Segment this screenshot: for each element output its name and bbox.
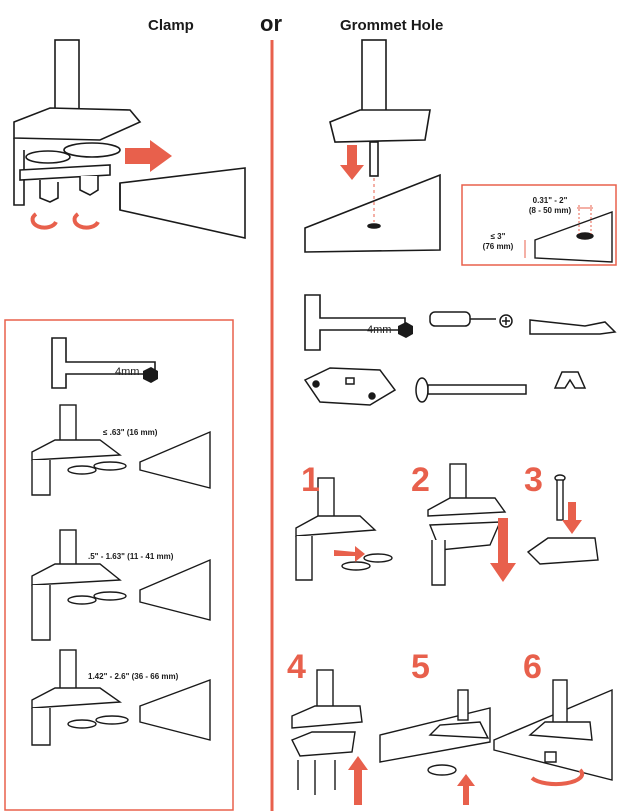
clamp-options-box bbox=[4, 319, 234, 811]
step-6-rotate-arrow bbox=[530, 768, 585, 787]
tighten-arrow-right bbox=[72, 212, 100, 230]
step-number-3: 3 bbox=[524, 461, 543, 499]
clamp-option-3-range: 1.42" - 2.6" (36 - 66 mm) bbox=[88, 672, 179, 681]
clamp-option-1 bbox=[31, 404, 211, 496]
step-6-illustration bbox=[493, 679, 613, 781]
step-number-2: 2 bbox=[411, 461, 430, 499]
step-5-illustration bbox=[379, 689, 491, 776]
clamp-header: Clamp bbox=[148, 17, 194, 34]
grommet-assembly-illustration bbox=[329, 39, 431, 177]
hex-key-size-label: 4mm bbox=[367, 324, 392, 336]
step-3-down-arrow bbox=[562, 502, 582, 534]
clamp-option-1-range: ≤ .63" (16 mm) bbox=[103, 428, 158, 437]
clamp-option-2-range: .5" - 1.63" (11 - 41 mm) bbox=[88, 552, 174, 561]
clamp-option-3 bbox=[31, 649, 211, 746]
step-1-illustration bbox=[295, 477, 393, 581]
options-hex-key-size-label: 4mm bbox=[115, 366, 140, 378]
grommet-hole-size: 0.31" - 2" (8 - 50 mm) bbox=[528, 196, 572, 215]
step-4-illustration bbox=[291, 669, 363, 795]
clamp-assembly-illustration bbox=[13, 39, 142, 206]
slide-arrow bbox=[125, 140, 172, 172]
tighten-arrow-left bbox=[30, 212, 58, 230]
grommet-desk-thickness: ≤ 3" (76 mm) bbox=[482, 232, 514, 251]
pliers-icon bbox=[529, 319, 617, 335]
options-hex-key-icon bbox=[51, 337, 156, 389]
grommet-desk-illustration bbox=[304, 173, 441, 253]
step-number-6: 6 bbox=[523, 648, 542, 686]
bolt-icon bbox=[415, 377, 527, 403]
step-number-4: 4 bbox=[287, 648, 306, 686]
step-5-up-arrow bbox=[457, 774, 475, 805]
step-3-illustration bbox=[526, 474, 599, 565]
screwdriver-icon bbox=[429, 311, 513, 328]
grommet-header: Grommet Hole bbox=[340, 17, 444, 34]
or-divider-label: or bbox=[260, 11, 282, 36]
step-number-1: 1 bbox=[301, 461, 320, 499]
step-number-5: 5 bbox=[411, 648, 430, 686]
grommet-spec-box bbox=[461, 184, 617, 266]
spacer-icon bbox=[553, 371, 587, 389]
clamp-option-2 bbox=[31, 529, 211, 641]
hex-key-icon bbox=[304, 294, 406, 351]
mount-plate-icon bbox=[303, 367, 397, 406]
step-4-up-arrow bbox=[348, 756, 368, 805]
step-2-illustration bbox=[427, 463, 507, 586]
desk-illustration bbox=[119, 167, 246, 239]
down-arrow bbox=[340, 145, 364, 180]
step-2-down-arrow bbox=[490, 518, 516, 582]
